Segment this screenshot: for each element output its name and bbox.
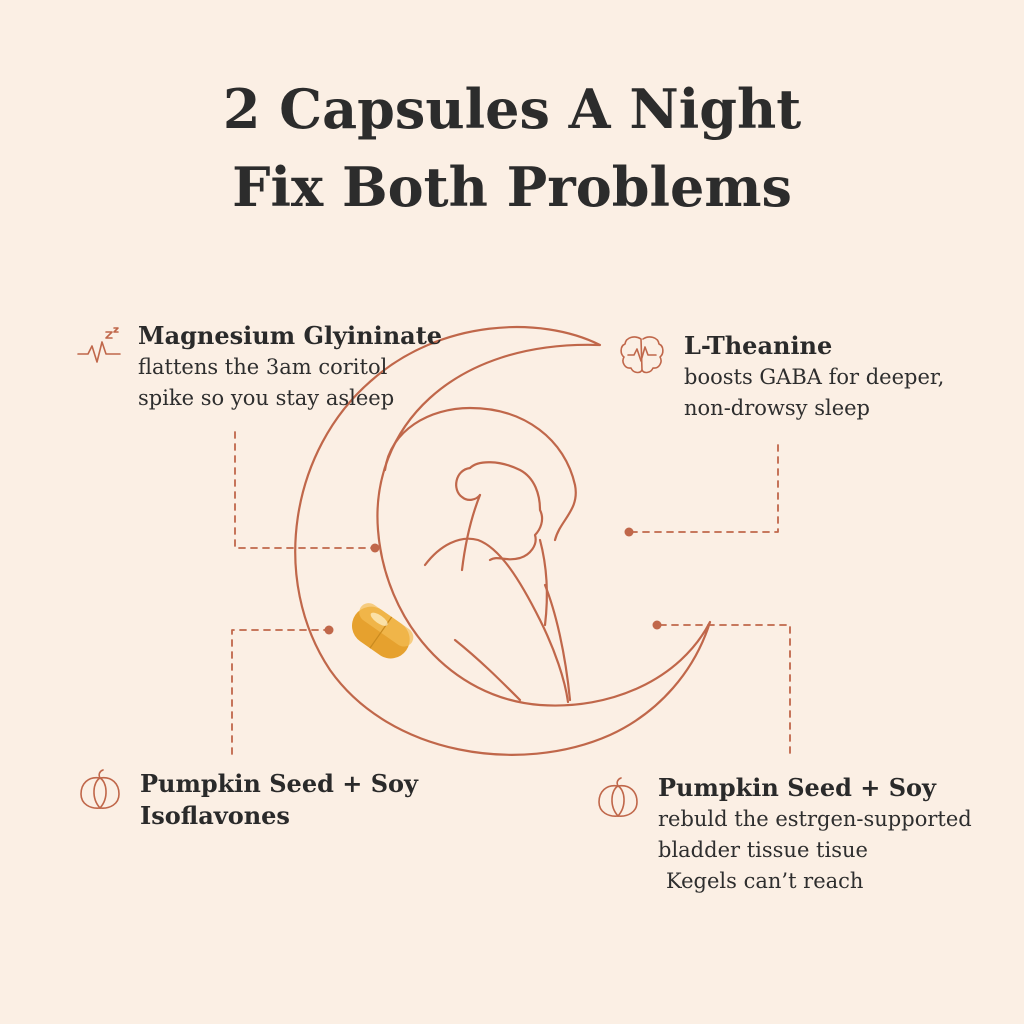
connector-dot <box>624 527 634 537</box>
callout-heading: L-Theanine <box>684 331 833 360</box>
pumpkin-icon <box>598 777 638 817</box>
connector-dot <box>652 620 662 630</box>
connector-bottom-right <box>659 624 791 756</box>
pumpkin-icon <box>80 769 120 809</box>
callout-magnesium: Magnesium Glyininate flattens the 3am co… <box>138 320 442 414</box>
brain-icon <box>620 336 664 374</box>
sleep-wave-icon <box>77 327 121 363</box>
callout-heading: Pumpkin Seed + Soy <box>140 769 418 798</box>
callout-text-line: Kegels can’t reach <box>666 869 864 893</box>
callout-heading: Pumpkin Seed + Soy <box>658 773 936 802</box>
callout-heading-line-2: Isoflavones <box>140 801 290 830</box>
connector-dot <box>324 625 334 635</box>
callout-pumpkin-seed-left: Pumpkin Seed + Soy Isoflavones <box>140 768 418 832</box>
title-line-2: Fix Both Problems <box>232 155 792 219</box>
callout-text-line: rebuld the estrgen-supported <box>658 807 972 831</box>
title-line-1: 2 Capsules A Night <box>222 77 802 141</box>
woman-figure <box>383 406 577 704</box>
callout-l-theanine: L-Theanine boosts GABA for deeper, non-d… <box>684 330 944 424</box>
connector-bottom-left <box>231 629 331 756</box>
connector-top-left <box>234 431 373 549</box>
callout-text-line: boosts GABA for deeper, <box>684 365 945 389</box>
capsule-icon <box>351 603 414 659</box>
crescent-moon-outline <box>294 326 712 756</box>
callout-text-line: bladder tissue tisue <box>658 838 868 862</box>
connector-top-right <box>631 444 779 533</box>
callout-pumpkin-seed-right: Pumpkin Seed + Soy rebuld the estrgen-su… <box>658 772 972 897</box>
callout-text-line: spike so you stay asleep <box>138 386 395 410</box>
callout-heading: Magnesium Glyininate <box>138 321 443 350</box>
connector-dot <box>370 543 380 553</box>
callout-text-line: flattens the 3am coritol <box>138 355 388 379</box>
callout-text-line: non-drowsy sleep <box>684 396 870 420</box>
